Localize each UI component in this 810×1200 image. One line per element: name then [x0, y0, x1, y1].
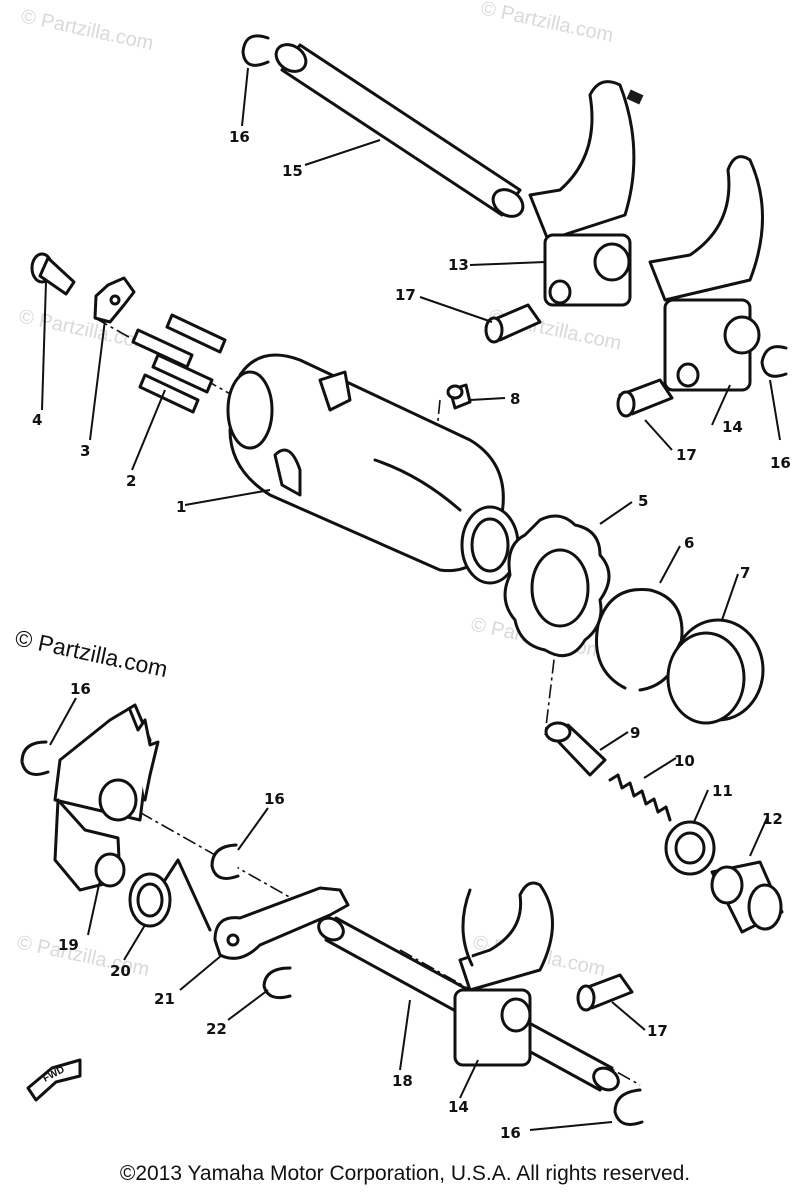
- part-8-pin[interactable]: [446, 383, 472, 410]
- part-16-circlip[interactable]: [760, 345, 788, 378]
- fwd-arrow-icon: FWD: [26, 1058, 82, 1102]
- copyright-notice: ©2013 Yamaha Motor Corporation, U.S.A. A…: [119, 1162, 691, 1185]
- part-13-shift-fork[interactable]: [528, 80, 644, 307]
- callout-17: 17: [647, 1022, 668, 1040]
- part-16-circlip[interactable]: [241, 34, 270, 67]
- callout-21: 21: [154, 990, 175, 1008]
- watermark: © Partzilla.com: [15, 931, 151, 981]
- part-14-shift-fork[interactable]: [648, 155, 764, 392]
- part-5-stopper-plate[interactable]: [503, 514, 611, 658]
- watermark: © Partzilla.com: [17, 305, 153, 355]
- callout-14: 14: [722, 418, 743, 436]
- part-17-guide-pin[interactable]: [616, 378, 674, 418]
- callout-16: 16: [264, 790, 285, 808]
- part-17-guide-pin[interactable]: [576, 973, 634, 1012]
- callout-18: 18: [392, 1072, 413, 1090]
- callout-17: 17: [676, 446, 697, 464]
- part-2-pins[interactable]: [131, 313, 227, 414]
- callout-16: 16: [500, 1124, 521, 1142]
- callout-6: 6: [684, 534, 694, 552]
- part-3-segment-plate[interactable]: [93, 276, 136, 324]
- callout-16: 16: [229, 128, 250, 146]
- callout-19: 19: [58, 936, 79, 954]
- callout-3: 3: [80, 442, 90, 460]
- callout-20: 20: [110, 962, 131, 980]
- watermark: © Partzilla.com: [19, 5, 155, 55]
- part-20-return-spring[interactable]: [128, 858, 212, 932]
- part-4-screw[interactable]: [30, 252, 76, 296]
- callout-12: 12: [762, 810, 783, 828]
- callout-15: 15: [282, 162, 303, 180]
- watermark: © Partzilla.com: [479, 0, 615, 47]
- part-12-bolt[interactable]: [710, 860, 784, 934]
- part-21-plate[interactable]: [213, 886, 350, 960]
- callout-13: 13: [448, 256, 469, 274]
- callout-7: 7: [740, 564, 750, 582]
- part-9-plunger[interactable]: [544, 721, 607, 777]
- callout-16: 16: [770, 454, 791, 472]
- part-22-circlip[interactable]: [262, 966, 292, 1000]
- part-15-shift-fork-shaft[interactable]: [271, 39, 528, 222]
- callout-11: 11: [712, 782, 733, 800]
- part-11-washer[interactable]: [664, 820, 716, 876]
- callout-17: 17: [395, 286, 416, 304]
- callout-4: 4: [32, 411, 42, 429]
- part-14-shift-fork[interactable]: [453, 881, 554, 1067]
- part-19-shift-arm[interactable]: [53, 703, 160, 892]
- callout-5: 5: [638, 492, 648, 510]
- callout-9: 9: [630, 724, 640, 742]
- part-16-circlip[interactable]: [613, 1088, 644, 1126]
- callout-14: 14: [448, 1098, 469, 1116]
- leader-lines: [41, 67, 781, 1131]
- part-16-circlip[interactable]: [210, 843, 240, 880]
- part-17-guide-pin[interactable]: [484, 303, 542, 344]
- part-7-cap[interactable]: [666, 618, 765, 725]
- callout-8: 8: [510, 390, 520, 408]
- part-16-circlip[interactable]: [20, 740, 50, 776]
- callout-2: 2: [126, 472, 136, 490]
- callout-1: 1: [176, 498, 186, 516]
- part-10-spring[interactable]: [608, 773, 672, 822]
- callout-numbers: 16 15 13 17 4 3 2 1 8 5 6 7 9 10 11 12 1…: [32, 128, 791, 1142]
- watermark-prominent: © Partzilla.com: [13, 624, 170, 682]
- part-1-shift-drum[interactable]: [226, 353, 520, 585]
- callout-10: 10: [674, 752, 695, 770]
- callout-22: 22: [206, 1020, 227, 1038]
- callout-16: 16: [70, 680, 91, 698]
